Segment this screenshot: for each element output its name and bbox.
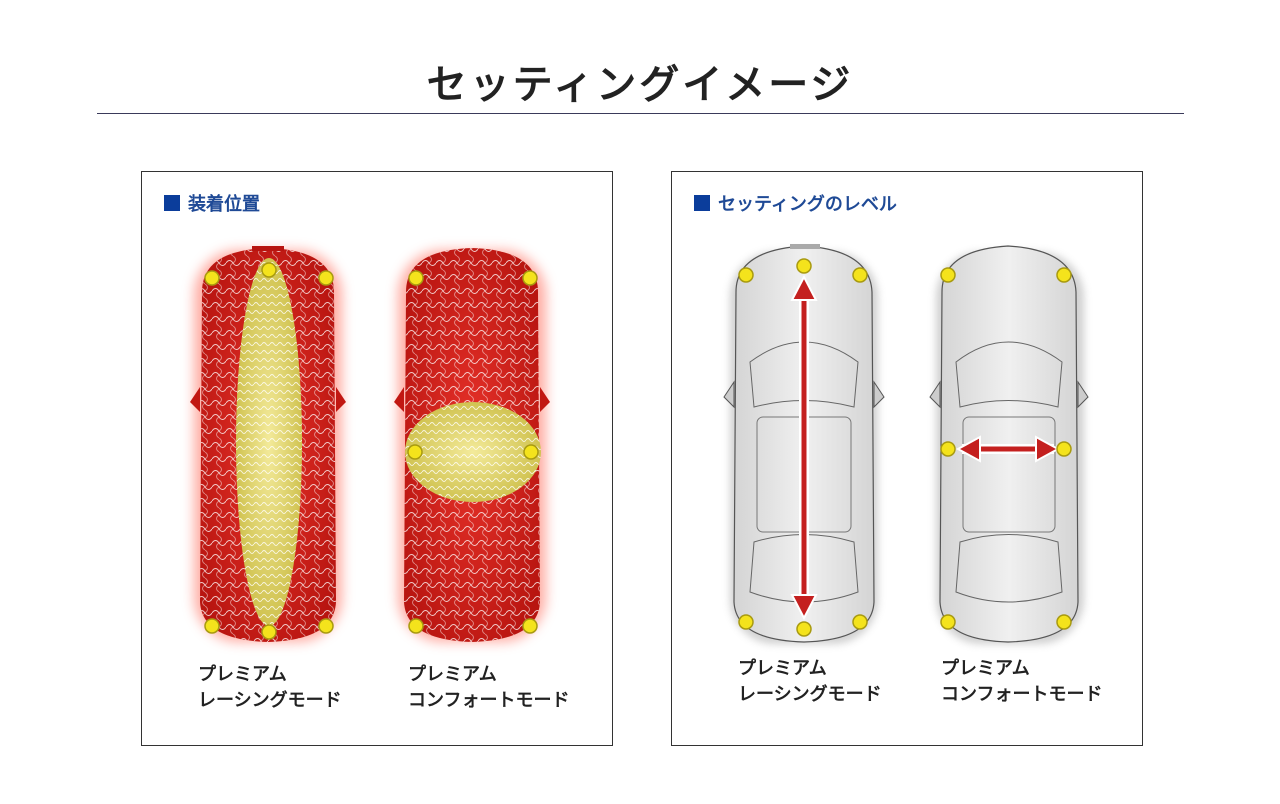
title-divider bbox=[97, 113, 1184, 114]
setting-level-panel: セッティングのレベル bbox=[671, 171, 1143, 746]
red-car-comfort bbox=[394, 248, 550, 642]
car-label-line2: コンフォートモード bbox=[941, 682, 1102, 708]
silver-car-comfort bbox=[930, 246, 1088, 644]
car-label-line2: レーシングモード bbox=[198, 688, 342, 714]
silver-car-racing bbox=[724, 244, 884, 644]
car-label-racing: プレミアム レーシングモード bbox=[738, 656, 882, 708]
car-label-line2: レーシングモード bbox=[738, 682, 882, 708]
mounting-diagram bbox=[142, 172, 614, 747]
car-label-line1: プレミアム bbox=[198, 662, 342, 688]
car-label-racing: プレミアム レーシングモード bbox=[198, 662, 342, 714]
car-label-line1: プレミアム bbox=[941, 656, 1102, 682]
car-label-comfort: プレミアム コンフォートモード bbox=[941, 656, 1102, 708]
car-label-line1: プレミアム bbox=[738, 656, 882, 682]
red-car-racing bbox=[190, 246, 346, 642]
mounting-position-panel: 装着位置 bbox=[141, 171, 613, 746]
car-label-line2: コンフォートモード bbox=[408, 688, 569, 714]
car-label-comfort: プレミアム コンフォートモード bbox=[408, 662, 569, 714]
car-label-line1: プレミアム bbox=[408, 662, 569, 688]
page-title: セッティングイメージ bbox=[0, 52, 1280, 110]
